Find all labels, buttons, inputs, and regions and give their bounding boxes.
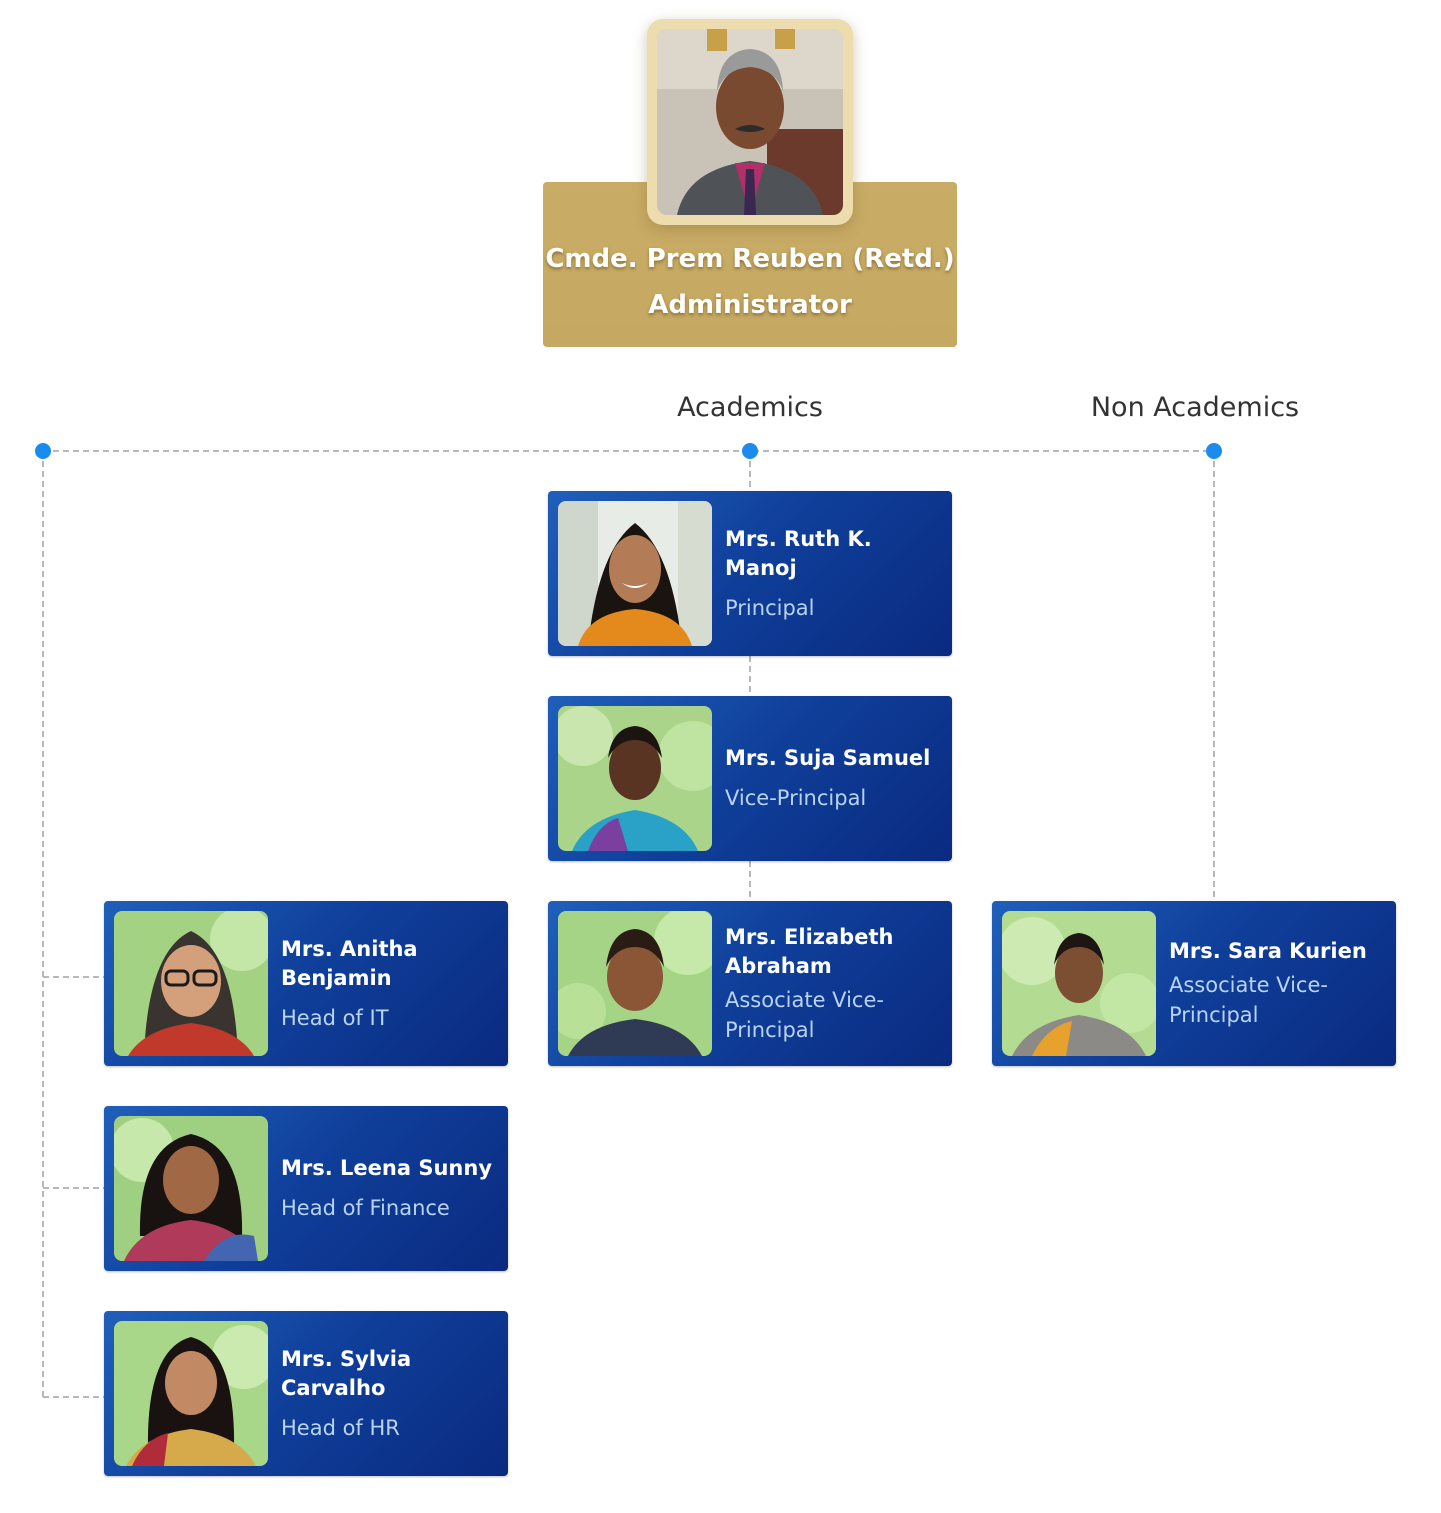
- person-name: Mrs. Suja Samuel: [725, 746, 931, 770]
- non-academics-node-dot: [1206, 443, 1222, 459]
- person-photo: [558, 501, 712, 646]
- person-role: Head of IT: [281, 1005, 389, 1030]
- person-photo: [558, 911, 712, 1056]
- person-role: Associate Vice-Principal: [725, 987, 884, 1042]
- administrator-name: Cmde. Prem Reuben (Retd.): [545, 244, 955, 274]
- person-photo: [114, 1321, 268, 1466]
- person-role: Vice-Principal: [725, 786, 867, 810]
- person-card-head-of-hr[interactable]: Mrs. Sylvia Carvalho Head of HR: [104, 1311, 508, 1476]
- person-name: Mrs. Leena Sunny: [281, 1156, 493, 1180]
- person-name: Mrs. Ruth K. Manoj: [725, 526, 872, 580]
- non-academics-heading: Non Academics: [1090, 392, 1300, 423]
- person-photo: [558, 706, 712, 851]
- person-card-vice-principal[interactable]: Mrs. Suja Samuel Vice-Principal: [548, 696, 952, 861]
- person-name: Mrs. Sara Kurien: [1169, 939, 1367, 963]
- person-photo: [1002, 911, 1156, 1056]
- person-role: Associate Vice-Principal: [1169, 973, 1328, 1027]
- person-name: Mrs. Anitha Benjamin: [281, 936, 418, 990]
- person-photo: [114, 911, 268, 1056]
- person-name: Mrs. Sylvia Carvalho: [281, 1346, 412, 1400]
- person-photo: [114, 1116, 268, 1261]
- person-role: Head of Finance: [281, 1196, 450, 1220]
- person-card-head-of-finance[interactable]: Mrs. Leena Sunny Head of Finance: [104, 1106, 508, 1271]
- person-name: Mrs. Elizabeth Abraham: [725, 924, 894, 978]
- administrator-photo: [657, 29, 843, 215]
- person-card-principal[interactable]: Mrs. Ruth K. Manoj Principal: [548, 491, 952, 656]
- administrator-title: Administrator: [648, 290, 852, 320]
- person-card-head-of-it[interactable]: Mrs. Anitha Benjamin Head of IT: [104, 901, 508, 1066]
- person-card-non-academic-associate-vice-principal[interactable]: Mrs. Sara Kurien Associate Vice-Principa…: [992, 901, 1396, 1066]
- academics-heading: Academics: [677, 392, 823, 423]
- academics-node-dot: [742, 443, 758, 459]
- person-role: Head of HR: [281, 1415, 400, 1440]
- person-card-associate-vice-principal[interactable]: Mrs. Elizabeth Abraham Associate Vice-Pr…: [548, 901, 952, 1066]
- person-role: Principal: [725, 595, 815, 620]
- left-node-dot: [35, 443, 51, 459]
